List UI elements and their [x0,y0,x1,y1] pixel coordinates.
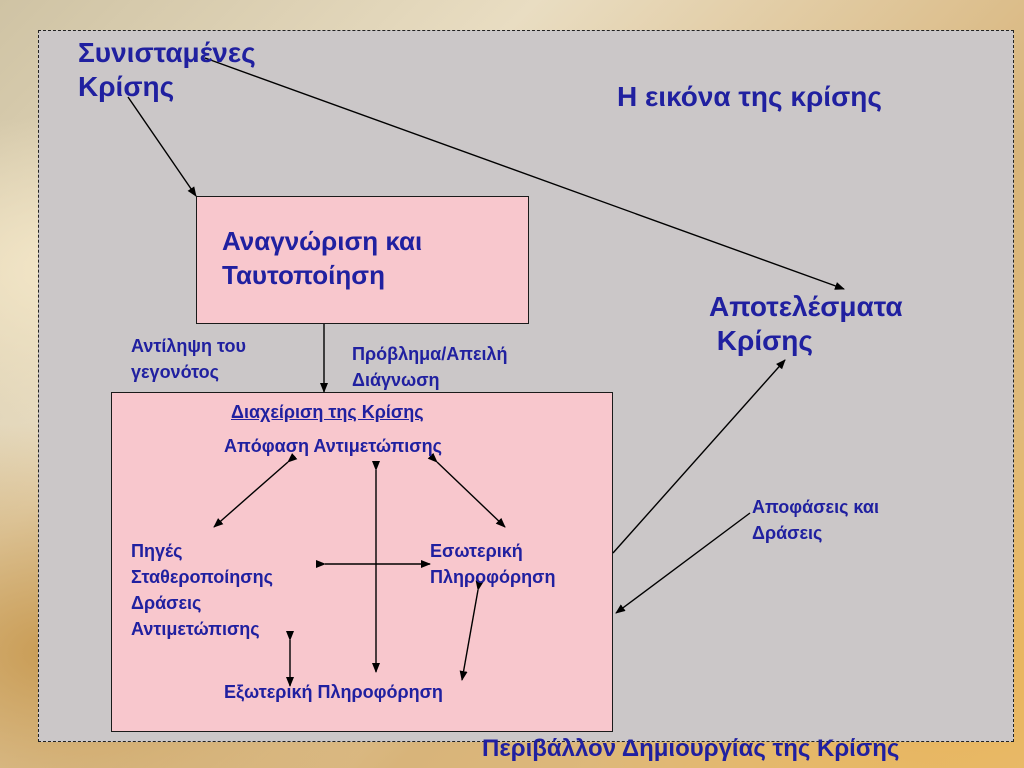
image-title: Η εικόνα της κρίσης [617,81,882,112]
perception-label: Αντίληψη του γεγονότος [131,336,246,382]
environment-footer: Περιβάλλον Δημιουργίας της Κρίσης [482,735,900,762]
decision-label: Απόφαση Αντιμετώπισης [224,436,442,456]
decisions-actions-label: Αποφάσεις και Δράσεις [752,497,879,543]
results-label: Αποτελέσματα Κρίσης [709,291,903,356]
external-info-label: Εξωτερική Πληροφόρηση [224,682,443,702]
problem-label: Πρόβλημα/Απειλή Διάγνωση [352,344,508,390]
management-title: Διαχείριση της Κρίσης [231,402,424,422]
sources-label: Πηγές Σταθεροποίησης Δράσεις Αντιμετώπισ… [131,541,273,639]
recognition-label: Αναγνώριση και Ταυτοποίηση [222,226,423,290]
components-label: Συνισταμένες Κρίσης [78,37,256,102]
internal-info-label: Εσωτερική Πληροφόρηση [430,541,556,587]
